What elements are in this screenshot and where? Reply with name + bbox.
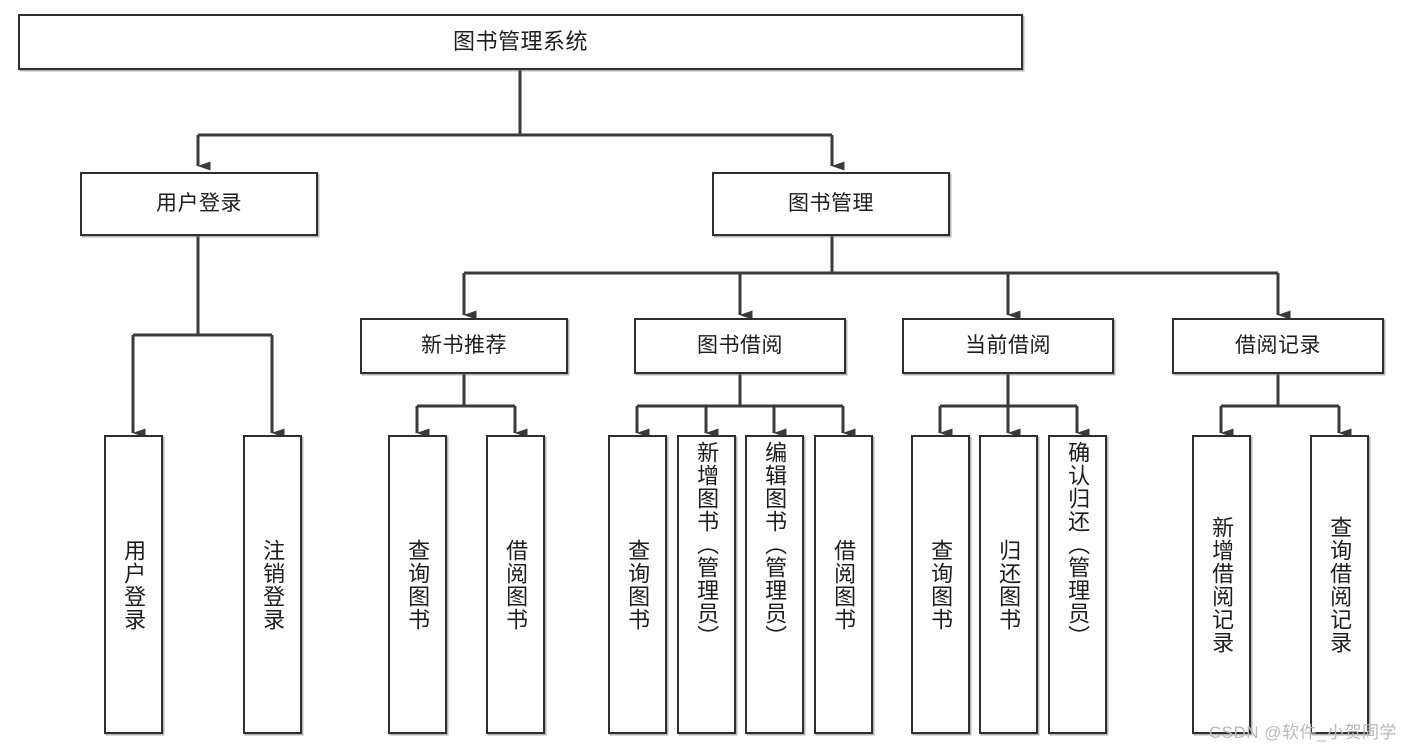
leaf-book-borrow-edit-book-admin[interactable]: 编辑图书（管理员） <box>745 435 804 734</box>
leaf-user-login-logout[interactable]: 注销登录 <box>243 435 302 734</box>
node-user-login[interactable]: 用户登录 <box>80 172 318 236</box>
node-new-book-recommend[interactable]: 新书推荐 <box>360 318 568 374</box>
csdn-watermark: CSDN @软件_小贺同学 <box>1208 723 1397 742</box>
leaf-book-borrow-borrow-book[interactable]: 借阅图书 <box>814 435 873 734</box>
node-label: 借阅记录 <box>1235 334 1321 358</box>
node-label: 查询图书 <box>405 538 431 631</box>
leaf-new-book-borrow-book[interactable]: 借阅图书 <box>486 435 545 734</box>
node-label: 借阅图书 <box>831 538 857 631</box>
node-label: 图书管理系统 <box>452 28 588 54</box>
node-root-book-management-system[interactable]: 图书管理系统 <box>18 14 1023 70</box>
node-label: 借阅图书 <box>503 538 529 631</box>
node-borrow-record[interactable]: 借阅记录 <box>1172 318 1384 374</box>
node-current-borrow[interactable]: 当前借阅 <box>902 318 1114 374</box>
node-label: 图书管理 <box>788 192 874 216</box>
leaf-book-borrow-add-book-admin[interactable]: 新增图书（管理员） <box>677 435 736 734</box>
node-label: 编辑图书（管理员） <box>762 441 788 648</box>
leaf-user-login-login[interactable]: 用户登录 <box>104 435 163 734</box>
node-label: 当前借阅 <box>965 334 1051 358</box>
node-label: 新书推荐 <box>421 334 507 358</box>
leaf-current-borrow-query-book[interactable]: 查询图书 <box>911 435 970 734</box>
node-label: 新增图书（管理员） <box>694 441 720 648</box>
node-label: 归还图书 <box>996 538 1022 631</box>
leaf-book-borrow-query-book[interactable]: 查询图书 <box>608 435 667 734</box>
node-label: 查询借阅记录 <box>1327 515 1353 654</box>
leaf-borrow-record-add-record[interactable]: 新增借阅记录 <box>1192 435 1251 734</box>
node-book-management[interactable]: 图书管理 <box>712 172 950 236</box>
node-book-borrow[interactable]: 图书借阅 <box>634 318 846 374</box>
node-label: 注销登录 <box>260 538 286 631</box>
node-label: 新增借阅记录 <box>1209 515 1235 654</box>
node-label: 用户登录 <box>121 538 147 631</box>
leaf-current-borrow-confirm-return-admin[interactable]: 确认归还（管理员） <box>1048 435 1107 734</box>
node-label: 确认归还（管理员） <box>1065 441 1091 648</box>
leaf-new-book-query-book[interactable]: 查询图书 <box>388 435 447 734</box>
node-label: 查询图书 <box>625 538 651 631</box>
node-label: 查询图书 <box>928 538 954 631</box>
leaf-borrow-record-query-record[interactable]: 查询借阅记录 <box>1310 435 1369 734</box>
node-label: 用户登录 <box>156 192 242 216</box>
leaf-current-borrow-return-book[interactable]: 归还图书 <box>979 435 1038 734</box>
node-label: 图书借阅 <box>697 334 783 358</box>
